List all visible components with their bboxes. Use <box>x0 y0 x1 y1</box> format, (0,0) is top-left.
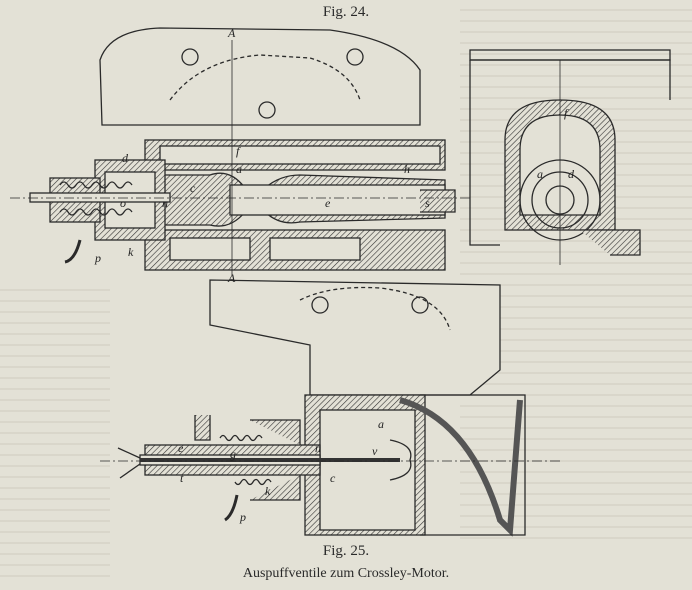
bleed-through-text-right <box>460 0 692 540</box>
label-e: e <box>325 196 331 210</box>
label-v: v <box>372 444 378 458</box>
fig25-labels: e g t p k n v c a <box>178 417 384 524</box>
label-n: n <box>162 196 168 210</box>
label-h: h <box>404 162 410 176</box>
side-label-f: f <box>564 106 569 120</box>
figure-title: Auspuffventile zum Crossley-Motor. <box>242 566 450 581</box>
label-e: e <box>178 441 184 455</box>
label-d: d <box>122 151 129 165</box>
side-label-d: d <box>568 167 575 181</box>
label-f: f <box>236 144 241 158</box>
fig24-section-view <box>10 27 470 275</box>
label-p: p <box>239 510 246 524</box>
label-c: c <box>190 181 196 195</box>
label-c: c <box>330 471 336 485</box>
label-s: s <box>425 196 430 210</box>
label-k: k <box>265 484 271 498</box>
label-A-top: A <box>227 26 236 40</box>
fig24-side-view <box>469 49 671 265</box>
label-k: k <box>128 245 134 259</box>
label-n: n <box>315 441 321 455</box>
label-o: o <box>120 196 126 210</box>
label-a: a <box>236 162 242 176</box>
label-g: g <box>230 447 236 461</box>
label-t: t <box>180 471 184 485</box>
fig24-labels: A A f a d c e s h n o p k f a d <box>94 26 575 285</box>
fig25-section-view <box>100 279 560 537</box>
label-A-bottom: A <box>227 271 236 285</box>
fig24-caption: Fig. 24. <box>322 4 370 20</box>
side-label-a: a <box>537 167 543 181</box>
bleed-through-text-left <box>0 280 110 580</box>
label-p: p <box>94 251 101 265</box>
label-a: a <box>378 417 384 431</box>
fig25-caption: Fig. 25. <box>322 543 370 559</box>
